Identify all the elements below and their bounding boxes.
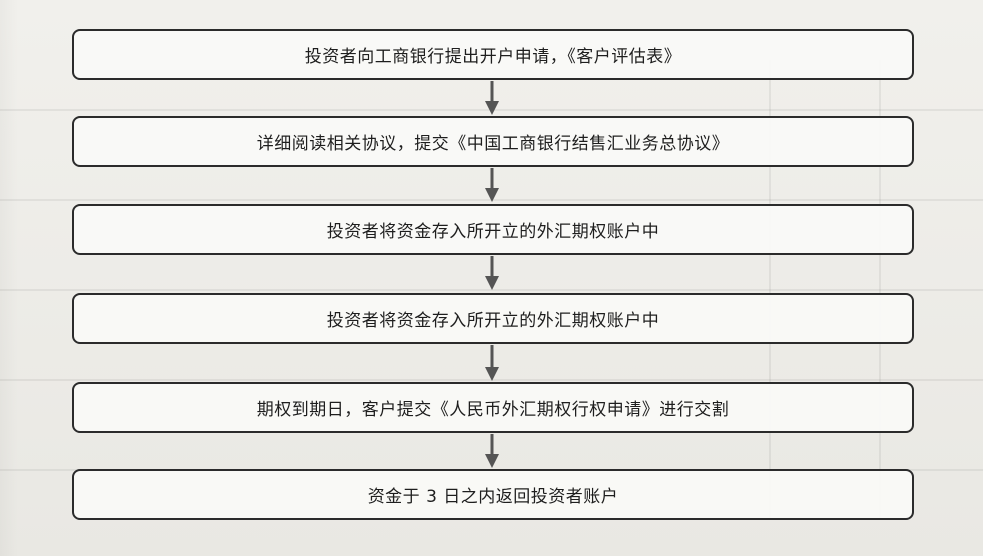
- flow-step-4-text: 投资者将资金存入所开立的外汇期权账户中: [326, 311, 660, 331]
- flow-arrow-3: [484, 256, 500, 290]
- flow-arrow-4: [484, 345, 500, 381]
- flow-step-3-text: 投资者将资金存入所开立的外汇期权账户中: [326, 222, 660, 242]
- flow-step-5: 期权到期日，客户提交《人民币外汇期权行权申请》进行交割: [72, 382, 914, 433]
- flow-step-3: 投资者将资金存入所开立的外汇期权账户中: [72, 204, 914, 255]
- flow-arrow-5: [484, 434, 500, 468]
- flow-arrow-1: [484, 81, 500, 115]
- flow-step-2-text: 详细阅读相关协议，提交《中国工商银行结售汇业务总协议》: [256, 134, 730, 154]
- flow-step-1-text: 投资者向工商银行提出开户申请，《客户评估表》: [304, 47, 682, 67]
- flow-step-5-text: 期权到期日，客户提交《人民币外汇期权行权申请》进行交割: [256, 400, 730, 420]
- flow-arrow-2: [484, 168, 500, 202]
- flow-step-2: 详细阅读相关协议，提交《中国工商银行结售汇业务总协议》: [72, 116, 914, 167]
- flow-step-6: 资金于 3 日之内返回投资者账户: [72, 469, 914, 520]
- flow-step-4: 投资者将资金存入所开立的外汇期权账户中: [72, 293, 914, 344]
- flow-step-6-text: 资金于 3 日之内返回投资者账户: [367, 487, 619, 507]
- flow-step-1: 投资者向工商银行提出开户申请，《客户评估表》: [72, 29, 914, 80]
